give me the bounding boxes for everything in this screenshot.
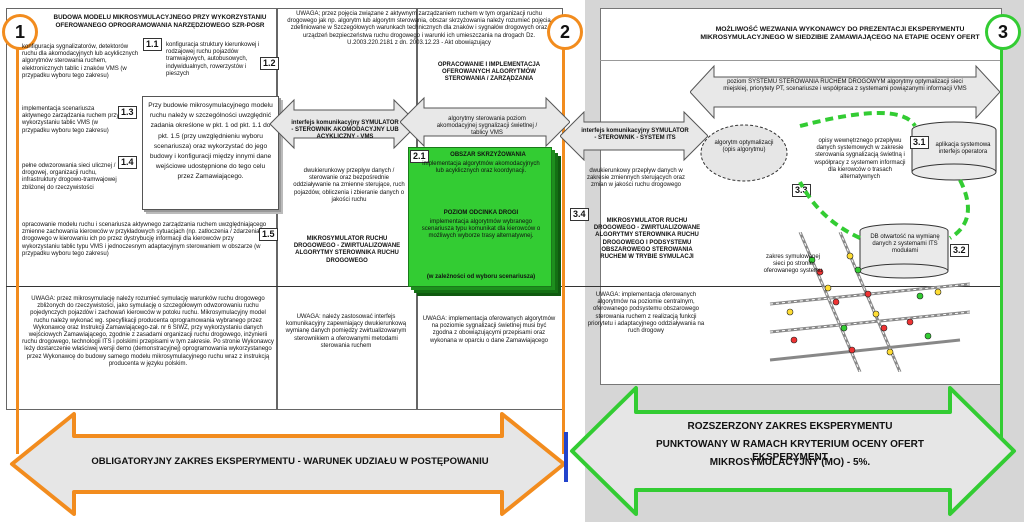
blue-separator: [564, 432, 568, 482]
green-box-number: 2.1: [410, 150, 429, 163]
right-header: MOŻLIWOŚĆ WEZWANIA WYKONAWCY DO PREZENTA…: [700, 26, 980, 42]
orange-line-right: [562, 34, 565, 454]
item-1-5-number: 1.5: [259, 228, 278, 241]
right-bottom-note: UWAGA: implementacja oferowanych algoryt…: [587, 292, 705, 335]
left-note: Przy budowie mikrosymulacyjnego modelu r…: [142, 96, 279, 210]
num-3-1: 3.1: [910, 136, 929, 149]
middle-interface-text: interfejs komunikacyjny SYMULATOR - STER…: [291, 120, 399, 141]
green-line: [1000, 34, 1003, 454]
divider-line: [600, 60, 1000, 61]
right-top-arrow-text: poziom SYSTEMU STEROWANIA RUCHEM DROGOWY…: [723, 79, 967, 93]
orange-line-left: [16, 34, 19, 454]
right-interface-text: interfejs komunikacyjny SYMULATOR - STER…: [581, 128, 689, 142]
right-simulator-text: MIKROSYMULATOR RUCHU DROGOWEGO - ZWIRTUA…: [593, 218, 701, 261]
street-network-map: [769, 232, 970, 372]
center-arrow-text: algorytmy sterowania poziom akomodacyjne…: [436, 116, 538, 137]
green-scope-box: [408, 147, 552, 287]
left-title: BUDOWA MODELU MIKROSYMULACYJNEGO PRZY WY…: [53, 14, 267, 29]
extended-scope-arrow: [570, 386, 1016, 516]
middle-top-note: UWAGA; przez pojęcia związane z aktywnym…: [287, 11, 551, 46]
db-text: DB otwartość na wymianę danych z systema…: [870, 234, 940, 255]
right-mid-arrow: [560, 110, 708, 162]
left-note-text: Przy budowie mikrosymulacyjnego modelu r…: [148, 102, 273, 181]
green-title-2: POZIOM ODCINKA DROGI: [443, 210, 519, 216]
item-1-1-text: konfiguracja sygnalizatorów, detektorów …: [22, 44, 139, 79]
item-1-3-text: implementacja scenariusza aktywnego zarz…: [22, 106, 120, 134]
middle-simulator-text: MIKROSYMULATOR RUCHU DROGOWEGO - ZWIRTUA…: [293, 236, 401, 264]
green-title-1: OBSZAR SKRZYŻOWANIA: [450, 152, 526, 158]
app-text: aplikacja systemowa interfejs operatora: [935, 142, 991, 156]
extended-scope-line-2: PUNKTOWANY W RAMACH KRYTERIUM OCENY OFER…: [656, 439, 924, 463]
left-bottom-note: UWAGA: przez mikrosymulację należy rozum…: [22, 296, 274, 367]
network-label: zakres symulowanej sieci po stronie ofer…: [763, 254, 823, 275]
item-1-4-number: 1.4: [118, 156, 137, 169]
right-top-arrow: [690, 64, 1000, 120]
extended-scope-line-1: ROZSZERZONY ZAKRES EKSPERYMENTU: [687, 421, 893, 432]
item-1-5-text: opracowanie modelu ruchu i scenariusza a…: [22, 222, 267, 257]
badge-two: 2: [547, 14, 583, 50]
algorithm-cloud-text: algorytm optymalizacji (opis algorytmu): [714, 140, 774, 154]
algorithm-cloud: [700, 124, 788, 182]
item-1-2-text: konfiguracja struktury kierunkowej i rod…: [166, 42, 260, 77]
green-text-2: implementacja algorytmów wybranego scena…: [421, 219, 541, 240]
middle-flow-text: dwukierunkowy przepływ danych / sterowan…: [293, 168, 405, 203]
middle-double-arrow: [270, 98, 418, 150]
data-cycle-arrows: [798, 111, 970, 240]
center-bottom-note: UWAGA: implementacja oferowanych algoryt…: [422, 316, 556, 344]
green-text-1: implementacja algorytmów akomodacyjnych …: [422, 161, 540, 175]
center-header: OPRACOWANIE I IMPLEMENTACJA OFEROWANYCH …: [437, 62, 541, 83]
extended-scope-line-3: MIKROSYMULACYJNY (MO) - 5%.: [709, 457, 871, 468]
db-cylinder: [859, 223, 949, 279]
right-flow-text: dwukierunkowy przepływ danych w zakresie…: [586, 168, 686, 189]
item-1-2-number: 1.2: [260, 57, 279, 70]
center-double-arrow: [400, 96, 570, 148]
obligatory-scope-text: OBLIGATORYJNY ZAKRES EKSPERYMENTU - WARU…: [91, 456, 489, 467]
badge-three: 3: [985, 14, 1021, 50]
item-1-1-number: 1.1: [143, 38, 162, 51]
middle-bottom-note: UWAGA: należy zastosować interfejs komun…: [285, 314, 407, 349]
badge-one: 1: [2, 14, 38, 50]
item-1-3-number: 1.3: [118, 106, 137, 119]
num-3-2: 3.2: [950, 244, 969, 257]
system-description: opisy wewnętrznego przepływu danych syst…: [814, 138, 906, 181]
num-3-4: 3.4: [570, 208, 589, 221]
green-footer: (w zależności od wyboru scenariusza): [426, 274, 536, 280]
item-1-4-text: pełne odwzorowania sieci ulicznej / drog…: [22, 163, 117, 191]
